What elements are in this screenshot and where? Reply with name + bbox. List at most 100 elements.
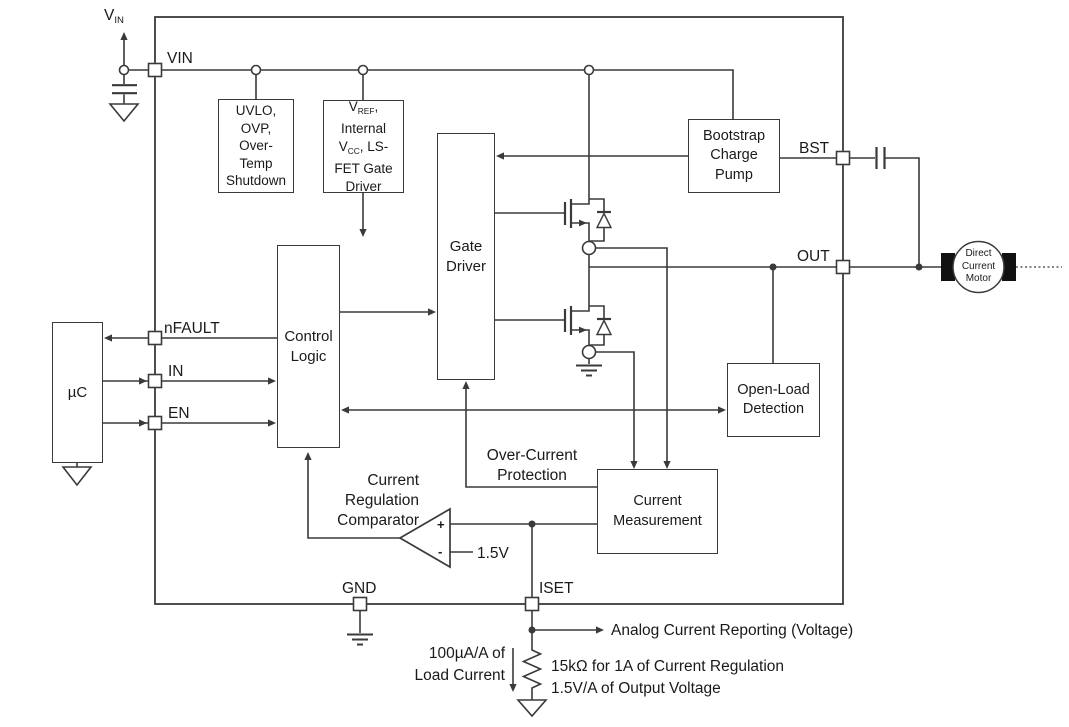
pin-gnd — [352, 596, 368, 612]
arrow-right-icon — [268, 377, 276, 385]
capacitor-icon — [875, 147, 886, 169]
comparator-plus-sign: + — [437, 517, 445, 532]
block-text: OVP, — [240, 120, 272, 136]
pin-en — [147, 415, 163, 431]
bst-external-circuit — [780, 147, 920, 267]
current-regulation-comparator-label: Current Regulation Comparator — [337, 472, 419, 529]
arrow-down-icon — [663, 461, 671, 469]
comparator-reference-label: 1.5V — [477, 545, 509, 562]
current-sense-node — [581, 240, 597, 256]
block-text: Open-Load — [737, 381, 810, 398]
pin-label-in: IN — [168, 363, 184, 380]
motor-label: Direct Current Motor — [961, 248, 996, 284]
pin-label-out: OUT — [797, 248, 830, 265]
current-measurement-block: Current Measurement — [597, 469, 718, 554]
pin-nfault — [147, 330, 163, 346]
arrow-up-icon — [120, 32, 128, 40]
over-current-wire — [462, 381, 597, 488]
uvlo-block: UVLO, OVP, Over- Temp Shutdown — [218, 99, 294, 193]
ground-icon — [516, 699, 548, 718]
arrow-right-icon — [596, 626, 604, 634]
block-text: Driver — [446, 257, 486, 275]
in-wire — [103, 377, 276, 385]
block-text: Current — [633, 493, 682, 509]
low-side-nmos-icon — [563, 267, 613, 377]
arrow-right-icon — [139, 377, 147, 385]
pin-label-en: EN — [168, 405, 190, 422]
pin-bst — [835, 150, 851, 166]
arrow-up-icon — [304, 452, 312, 460]
body-diode-icon — [589, 198, 613, 242]
mcu-ground-icon — [61, 463, 93, 487]
block-text: Bootstrap — [702, 127, 766, 144]
microcontroller-block: µC — [52, 322, 103, 463]
vin-rail — [128, 69, 734, 196]
junction-dots — [528, 263, 923, 634]
bootstrap-charge-pump-block: Bootstrap Charge Pump — [688, 119, 780, 193]
bootstrap-to-gate-driver-wire — [496, 152, 688, 160]
ic-boundary — [154, 16, 844, 605]
pin-iset — [524, 596, 540, 612]
vin-source-label: VIN — [104, 7, 124, 26]
en-wire — [103, 419, 276, 427]
block-text: Shutdown — [225, 173, 287, 189]
control-openload-wire — [341, 406, 726, 414]
hs-sense-wire — [595, 247, 671, 469]
node-circles — [118, 64, 595, 76]
pin-label-iset: ISET — [539, 580, 574, 597]
control-logic-block: Control Logic — [277, 245, 340, 448]
load-current-label: 100µA/A of Load Current — [414, 645, 505, 684]
arrow-up-icon — [462, 381, 470, 389]
comparator-icon — [304, 452, 597, 597]
arrow-left-icon — [496, 152, 504, 160]
capacitor-icon — [112, 74, 137, 104]
over-current-protection-label: Over-Current Protection — [486, 447, 578, 484]
open-load-detection-block: Open-Load Detection — [727, 363, 820, 437]
resistor-icon — [521, 648, 543, 700]
block-text: µC — [67, 384, 88, 401]
ls-sense-wire — [595, 351, 638, 469]
block-text: Detection — [742, 401, 805, 417]
block-text: Gate — [449, 237, 483, 255]
arrow-left-icon — [104, 334, 112, 342]
block-text: Driver — [345, 178, 382, 194]
block-text: Measurement — [613, 512, 702, 529]
vin-source — [108, 32, 140, 123]
pin-label-vin: VIN — [167, 50, 193, 67]
block-text: Internal — [340, 121, 387, 137]
arrow-right-icon — [718, 406, 726, 414]
motor-icon — [941, 240, 1062, 294]
pin-vin — [147, 62, 163, 78]
current-direction-arrow-icon — [509, 684, 517, 692]
pin-label-gnd: GND — [342, 580, 377, 597]
current-sense-node — [581, 344, 597, 360]
block-text: Charge — [710, 147, 758, 164]
arrow-right-icon — [139, 419, 147, 427]
resistor-notes-label: 15kΩ for 1A of Current Regulation 1.5V/A… — [551, 658, 785, 697]
block-text: VREF, — [348, 98, 379, 116]
pin-label-bst: BST — [799, 140, 830, 157]
pin-out — [835, 259, 851, 275]
nfault-wire — [104, 334, 277, 342]
block-text: FET Gate — [334, 161, 393, 177]
high-side-nmos-icon — [563, 196, 613, 267]
ground-icon — [108, 103, 140, 123]
block-text: Pump — [715, 166, 753, 183]
gate-driver-block: Gate Driver — [437, 133, 495, 380]
iset-external-circuit — [509, 611, 604, 718]
block-text: Over- — [239, 138, 273, 154]
motor-terminal — [941, 253, 955, 281]
pin-in — [147, 373, 163, 389]
arrow-left-icon — [341, 406, 349, 414]
analog-reporting-label: Analog Current Reporting (Voltage) — [611, 622, 854, 639]
control-to-gatedriver-wire — [340, 308, 436, 316]
body-diode-icon — [589, 305, 613, 346]
out-net — [589, 266, 941, 363]
pin-label-nfault: nFAULT — [164, 320, 220, 337]
block-text: Control — [284, 327, 333, 345]
ic-pins — [147, 62, 851, 612]
motor-terminal — [1002, 253, 1016, 281]
vref-output-arrow — [359, 193, 367, 237]
arrow-right-icon — [428, 308, 436, 316]
